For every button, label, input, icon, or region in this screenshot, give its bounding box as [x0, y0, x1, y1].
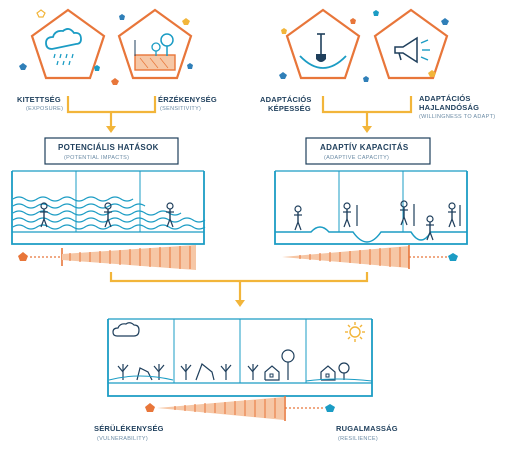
tree-icon [180, 363, 192, 381]
exposure-label: KITETTSÉG (EXPOSURE) [17, 95, 63, 112]
rain-cloud-icon [45, 28, 82, 66]
shovel-icon [299, 33, 347, 69]
impact-scale-bar [18, 245, 196, 270]
damaged-house-icon [195, 363, 215, 381]
connector-left [66, 96, 157, 133]
connector-bottom [109, 272, 369, 307]
svg-text:HAJLANDÓSÁG: HAJLANDÓSÁG [419, 103, 479, 112]
svg-text:ADAPTÁCIÓS: ADAPTÁCIÓS [260, 95, 312, 104]
sun-icon [345, 322, 365, 342]
tree-pot-icon [134, 33, 176, 71]
potential-impacts-title: POTENCIÁLIS HATÁSOK [58, 143, 159, 152]
svg-text:KÉPESSÉG: KÉPESSÉG [268, 104, 311, 113]
svg-text:SÉRÜLÉKENYSÉG: SÉRÜLÉKENYSÉG [94, 424, 164, 433]
adaptive-capacity-pentagon [285, 8, 361, 80]
person-icon [399, 200, 409, 226]
svg-text:KITETTSÉG: KITETTSÉG [17, 95, 61, 104]
sensitivity-label: ÉRZÉKENYSÉG (SENSITIVITY) [158, 95, 217, 112]
potential-impacts-sub: (POTENTIAL IMPACTS) [64, 155, 129, 161]
potential-impacts-panel: POTENCIÁLIS HATÁSOK (POTENTIAL IMPACTS) [11, 137, 206, 270]
person-icon [342, 202, 352, 228]
resilience-label: RUGALMASSÁG (RESILIENCE) [336, 424, 398, 442]
outcome-panel: SÉRÜLÉKENYSÉG (VULNERABILITY) RUGALMASSÁ… [94, 318, 398, 442]
house-icon [264, 365, 280, 381]
svg-text:(SENSITIVITY): (SENSITIVITY) [160, 106, 201, 112]
svg-text:ADAPTÁCIÓS: ADAPTÁCIÓS [419, 94, 471, 103]
person-icon [39, 202, 49, 228]
connector-right [321, 96, 413, 133]
svg-text:(VULNERABILITY): (VULNERABILITY) [97, 436, 148, 442]
svg-text:RUGALMASSÁG: RUGALMASSÁG [336, 424, 398, 433]
house-icon [320, 365, 336, 381]
collapsed-house-icon [136, 367, 153, 381]
adaptive-capacity-input-label: ADAPTÁCIÓS KÉPESSÉG [260, 95, 312, 113]
willingness-label: ADAPTÁCIÓS HAJLANDÓSÁG (WILLINGNESS TO A… [419, 94, 495, 120]
vulnerability-resilience-scale [145, 396, 335, 421]
svg-text:(WILLINGNESS TO ADAPT): (WILLINGNESS TO ADAPT) [419, 114, 495, 120]
svg-text:ÉRZÉKENYSÉG: ÉRZÉKENYSÉG [158, 95, 217, 104]
storm-cloud-icon [112, 322, 140, 337]
adaptive-capacity-sub: (ADAPTIVE CAPACITY) [324, 155, 389, 161]
megaphone-icon [394, 36, 430, 64]
sensitivity-pentagon [117, 8, 193, 80]
person-icon [447, 202, 457, 228]
tree-icon [247, 363, 259, 381]
tree-icon [220, 363, 232, 381]
exposure-pentagon [30, 8, 106, 80]
adaptive-capacity-title: ADAPTÍV KAPACITÁS [320, 143, 409, 152]
capacity-scale-bar [282, 245, 458, 269]
willingness-pentagon [373, 8, 449, 80]
vulnerability-label: SÉRÜLÉKENYSÉG (VULNERABILITY) [94, 424, 164, 442]
svg-text:(EXPOSURE): (EXPOSURE) [26, 106, 63, 112]
person-icon [293, 205, 303, 231]
svg-text:(RESILIENCE): (RESILIENCE) [338, 436, 378, 442]
adaptive-capacity-panel: ADAPTÍV KAPACITÁS (ADAPTIVE CAPACITY) [274, 137, 468, 269]
decorative-pentagons [19, 9, 449, 85]
